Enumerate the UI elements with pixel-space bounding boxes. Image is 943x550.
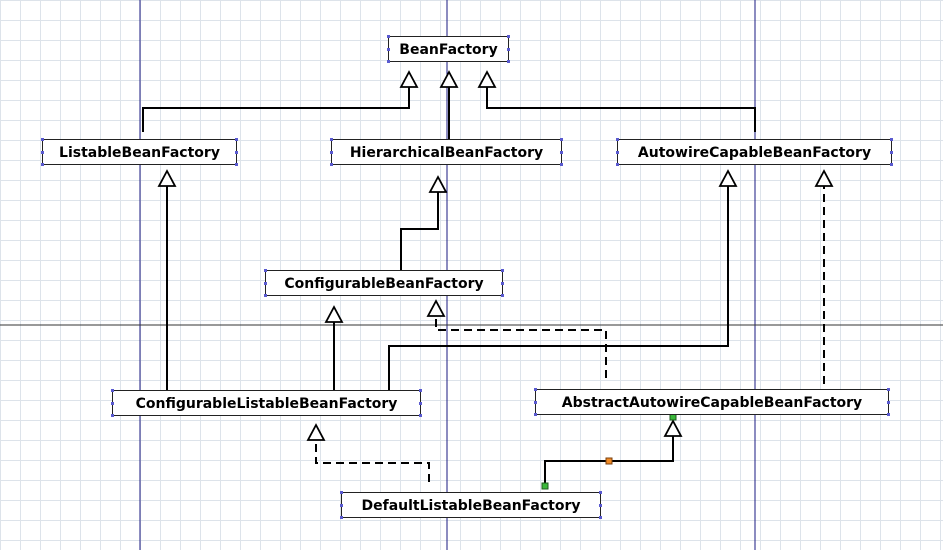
class-configurablelistablebeanfactory-label: ConfigurableListableBeanFactory: [135, 396, 398, 412]
edge-configlistable-to-autowire: [388, 186, 729, 390]
class-autowirecapablebeanfactory[interactable]: AutowireCapableBeanFactory: [616, 138, 893, 166]
class-abstractautowirecapablebeanfactory-label: AbstractAutowireCapableBeanFactory: [561, 395, 863, 411]
class-defaultlistablebeanfactory-label: DefaultListableBeanFactory: [361, 498, 581, 514]
class-configurablebeanfactory-label: ConfigurableBeanFactory: [284, 276, 484, 292]
edge-configurable-to-hierarchical: [400, 192, 439, 270]
class-abstractautowirecapablebeanfactory[interactable]: AbstractAutowireCapableBeanFactory: [534, 388, 890, 416]
arrowhead-configlistable-to-listable: [157, 169, 177, 187]
class-listablebeanfactory[interactable]: ListableBeanFactory: [41, 138, 238, 166]
edge-listable-to-beanfactory: [142, 87, 410, 132]
arrowhead-configurable-to-hierarchical: [428, 175, 448, 193]
class-listablebeanfactory-label: ListableBeanFactory: [59, 145, 220, 161]
class-configurablebeanfactory[interactable]: ConfigurableBeanFactory: [264, 269, 504, 297]
arrowhead-defaultlistable-to-configlistable: [306, 423, 326, 441]
class-beanfactory[interactable]: BeanFactory: [387, 35, 510, 63]
arrowhead-abstractautowire-to-configurable: [426, 299, 446, 317]
arrowhead-configlistable-to-autowire: [718, 169, 738, 187]
selection-handle-mid: [605, 457, 613, 465]
arrowhead-abstractautowire-to-autowire: [814, 169, 834, 187]
class-beanfactory-label: BeanFactory: [399, 42, 498, 58]
class-hierarchicalbeanfactory[interactable]: HierarchicalBeanFactory: [330, 138, 563, 166]
class-defaultlistablebeanfactory[interactable]: DefaultListableBeanFactory: [340, 491, 602, 519]
arrowhead-listable-to-beanfactory: [399, 70, 419, 88]
inheritance-edges: [142, 70, 834, 490]
edge-autowire-to-beanfactory: [486, 87, 756, 132]
arrowhead-hierarchical-to-beanfactory: [439, 70, 459, 88]
arrowhead-configlistable-to-configurable: [324, 305, 344, 323]
edge-defaultlistable-to-configlistable: [315, 440, 430, 482]
selection-handle-start: [541, 482, 549, 490]
arrowhead-autowire-to-beanfactory: [477, 70, 497, 88]
edge-abstractautowire-to-configurable: [435, 316, 607, 378]
arrowhead-defaultlistable-to-abstractautowire: [663, 419, 683, 437]
class-autowirecapablebeanfactory-label: AutowireCapableBeanFactory: [637, 145, 872, 161]
class-hierarchicalbeanfactory-label: HierarchicalBeanFactory: [349, 145, 544, 161]
class-configurablelistablebeanfactory[interactable]: ConfigurableListableBeanFactory: [111, 389, 422, 417]
